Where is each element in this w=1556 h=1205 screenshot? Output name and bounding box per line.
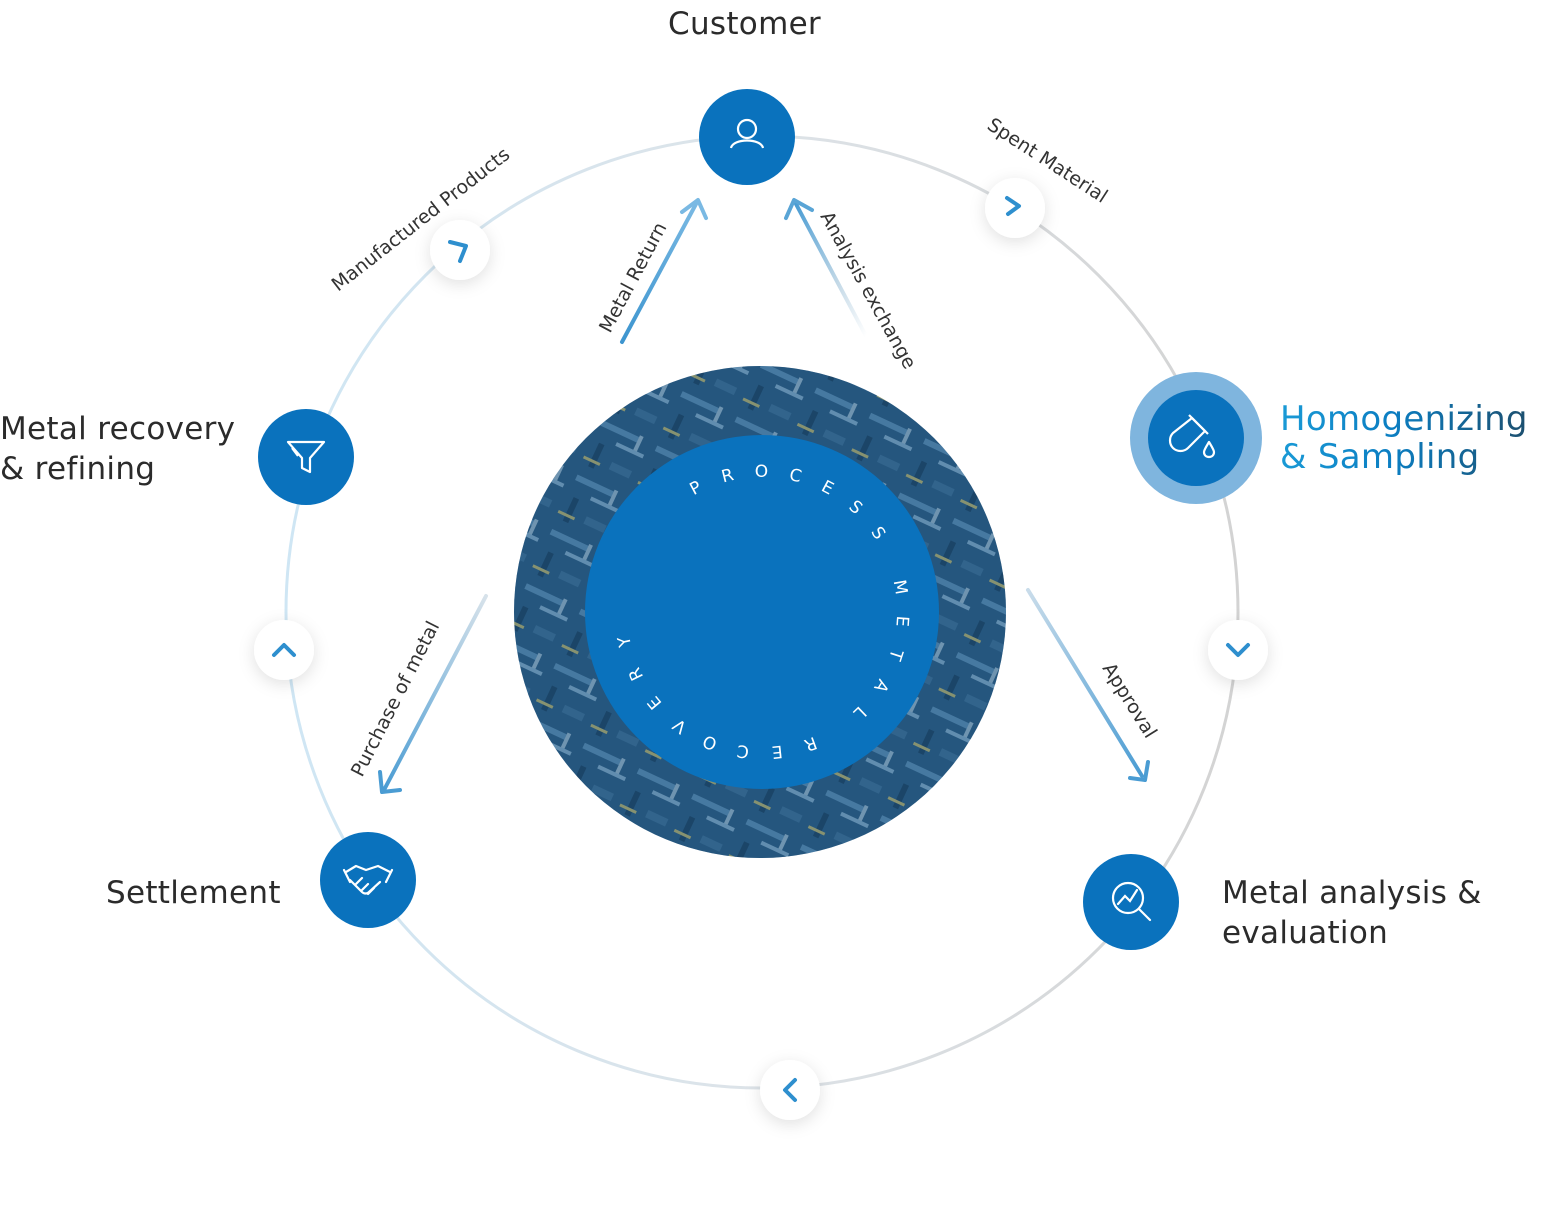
search-chart-icon: [1111, 881, 1152, 922]
ring-letter: R: [719, 465, 736, 488]
chevron-button-bottom[interactable]: [760, 1060, 820, 1120]
ring-letter: T: [884, 646, 907, 664]
ring-letter: C: [787, 465, 804, 488]
label-customer: Customer: [668, 6, 821, 42]
node-metal-recovery[interactable]: [258, 409, 354, 505]
chevron-icon: [272, 643, 296, 657]
flow-label-approval: Approval: [1098, 659, 1161, 742]
label-homogenizing-line2: & Sampling: [1280, 437, 1480, 477]
test-tube-icon: [1168, 414, 1216, 459]
ring-letter: E: [891, 615, 912, 628]
chevron-button-spent[interactable]: [985, 178, 1045, 238]
ring-letter: C: [735, 740, 751, 762]
ring-letter: O: [755, 462, 769, 482]
chevron-button-right[interactable]: [1208, 620, 1268, 680]
ring-letter: Y: [614, 633, 636, 649]
label-metal-analysis-line1: Metal analysis &: [1222, 875, 1482, 911]
chevron-icon: [783, 1078, 797, 1102]
chevron-button-left[interactable]: [254, 620, 314, 680]
label-settlement: Settlement: [106, 875, 281, 911]
chevron-button-manufactured[interactable]: [430, 220, 490, 280]
handshake-icon: [342, 864, 394, 896]
chevron-icon: [1226, 643, 1250, 657]
ring-letter: M: [889, 578, 911, 597]
funnel-icon: [286, 440, 326, 474]
chevron-icon: [448, 240, 468, 263]
arrow-metal-return: [620, 198, 708, 344]
flow-label-analysis-exchange: Analysis exchange: [816, 208, 921, 373]
label-metal-analysis-line2: evaluation: [1222, 915, 1389, 951]
ring-letter: E: [770, 741, 784, 762]
node-metal-analysis[interactable]: [1083, 854, 1179, 950]
flow-label-manufactured-products: Manufactured Products: [328, 143, 515, 296]
arrow-analysis-exchange: [784, 198, 868, 338]
chevron-icon: [1005, 196, 1021, 216]
ring-letter: O: [699, 730, 720, 754]
label-metal-analysis: Metal analysis & evaluation: [1222, 873, 1482, 953]
arrow-purchase-of-metal: [378, 594, 488, 794]
label-homogenizing-line1: Homogenizing: [1280, 399, 1528, 439]
node-homogenizing[interactable]: [1130, 372, 1262, 504]
label-metal-recovery: Metal recovery & refining: [0, 409, 235, 489]
user-icon: [729, 118, 765, 149]
label-metal-recovery-line2: & refining: [0, 451, 156, 487]
node-customer[interactable]: [699, 89, 795, 185]
label-metal-recovery-line1: Metal recovery: [0, 411, 236, 447]
node-settlement[interactable]: [320, 832, 416, 928]
arrow-approval: [1026, 588, 1150, 782]
label-homogenizing: Homogenizing & Sampling: [1280, 400, 1528, 476]
